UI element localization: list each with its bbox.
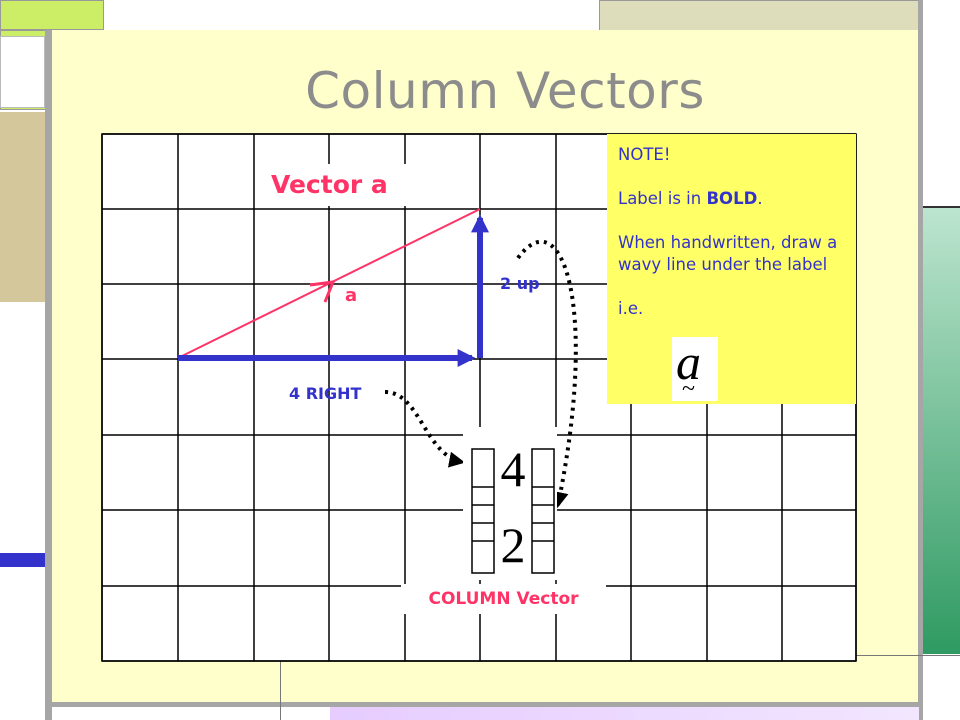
right-green-gradient xyxy=(923,207,960,654)
panel-bottom-rule xyxy=(45,702,923,707)
note-example-symbol: a xyxy=(676,334,701,390)
note-bold-word: BOLD xyxy=(706,189,758,208)
note-example-box: a ~ xyxy=(672,334,718,402)
vector-a-title: Vector a xyxy=(262,164,410,206)
dotted-arrow-vertical xyxy=(516,239,578,509)
panel-left-rule xyxy=(45,30,52,720)
note-line-bold-suffix: . xyxy=(757,189,763,208)
column-vector-top-entry: 4 xyxy=(500,441,526,497)
note-handwritten-text: When handwritten, draw a wavy line under… xyxy=(618,233,838,274)
note-line-bold-prefix: Label is in xyxy=(618,189,707,208)
horizontal-component-label: 4 RIGHT xyxy=(289,384,362,403)
bottom-lavender-strip xyxy=(330,707,919,720)
left-blue-strip xyxy=(0,553,45,567)
column-vector-label: COLUMN Vector xyxy=(401,584,606,614)
note-line-bold: Label is in BOLD. xyxy=(618,188,856,210)
note-box: NOTE! Label is in BOLD. When handwritten… xyxy=(607,134,856,404)
column-vector-bottom-entry: 2 xyxy=(500,517,526,573)
vector-a-symbol: a xyxy=(345,285,358,306)
column-vector-brackets xyxy=(471,448,555,574)
top-left-green-block xyxy=(0,0,104,30)
right-top-rule xyxy=(923,206,960,208)
panel-right-rule xyxy=(918,0,923,720)
slide-title: Column Vectors xyxy=(305,62,705,120)
column-vector: 4 2 xyxy=(463,427,557,580)
note-example-label: i.e. xyxy=(618,299,644,318)
note-example-wavy-mark: ~ xyxy=(682,376,695,402)
left-white-block xyxy=(0,36,45,108)
note-heading: NOTE! xyxy=(618,145,671,164)
vector-a-direction-arrow xyxy=(309,280,336,303)
left-tan-strip xyxy=(0,112,45,302)
vertical-component-label: 2 up xyxy=(500,274,540,293)
dotted-arrow-horizontal xyxy=(384,390,466,468)
